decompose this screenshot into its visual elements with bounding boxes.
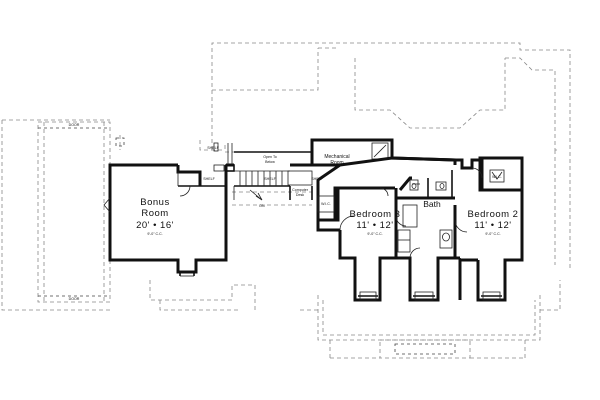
- bedroom2-dims: 11ʹ • 12ʹ: [474, 220, 511, 231]
- attic-door-top: DOOR: [69, 123, 80, 127]
- room-labels: Bonus Room 20ʹ • 16ʹ 9'-0" C.C. Bedroom …: [69, 123, 519, 301]
- wic-right-label: W.I.C.: [492, 175, 502, 179]
- shelf-mark-b: SHELF: [264, 177, 276, 181]
- mechanical-room-walls: [310, 138, 394, 167]
- open-to-below-label: Open To: [263, 155, 277, 159]
- bedroom2-name: Bedroom 2: [468, 209, 519, 220]
- bedroom2-ceiling: 9'-0" C.C.: [485, 232, 500, 236]
- wic-left-label: W.I.C.: [321, 202, 331, 206]
- bonus-room-ceiling: 9'-0" C.C.: [147, 232, 162, 236]
- shelf-mark-a: SHELF: [203, 177, 215, 181]
- open-to-below-label-line2: Below: [265, 160, 275, 164]
- roof-outline: [1, 42, 571, 359]
- bath-name: Bath: [423, 199, 441, 209]
- bonus-room-dims: 20ʹ • 16ʹ: [136, 220, 174, 231]
- bonus-room-name-line2: Room: [141, 208, 168, 219]
- bedroom-block-walls: [316, 156, 524, 302]
- computer-desk-label: Computer: [292, 188, 309, 192]
- stair-dn-label: DN: [259, 204, 265, 208]
- shelf-mark-d: SHELF: [207, 146, 219, 150]
- bedroom3-dims: 11ʹ • 12ʹ: [356, 220, 393, 231]
- bedroom3-name: Bedroom 3: [350, 209, 401, 220]
- mechanical-room-label: Mechanical: [324, 154, 349, 160]
- shelf-mark-c: SHELF: [311, 177, 323, 181]
- stair-treads: [239, 171, 283, 186]
- mechanical-room-label-line2: Room: [330, 160, 343, 166]
- computer-desk-label-line2: Desk: [296, 193, 304, 197]
- bedroom3-ceiling: 9'-0" C.C.: [367, 232, 382, 236]
- stair-hall: [213, 140, 314, 201]
- attic-door-bottom: DOOR: [69, 297, 80, 301]
- bonus-room-name: Bonus: [140, 197, 169, 208]
